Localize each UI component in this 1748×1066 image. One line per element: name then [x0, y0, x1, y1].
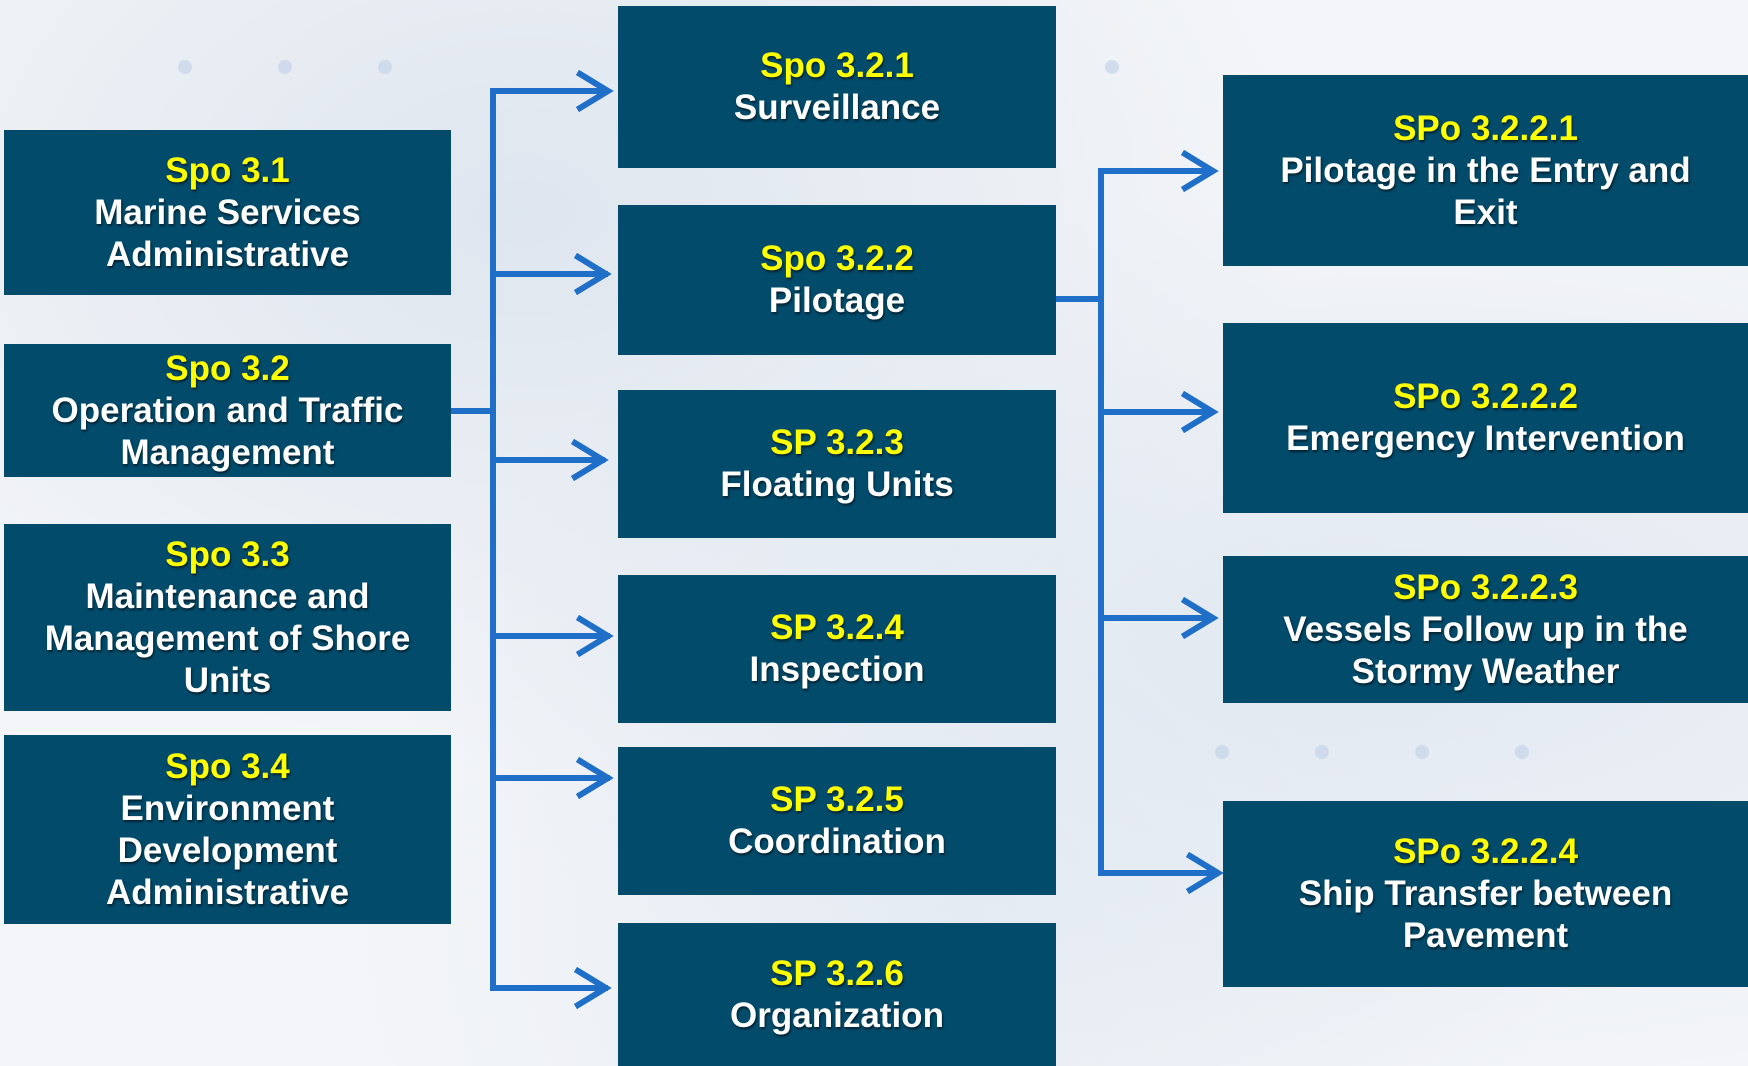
background-dot — [1515, 745, 1529, 759]
node-code: SP 3.2.6 — [770, 953, 904, 993]
node-label: Marine Services Administrative — [94, 192, 361, 274]
node-label: Coordination — [728, 822, 946, 861]
node-spo-3-3: Spo 3.3 Maintenance and Management of Sh… — [4, 524, 451, 711]
node-code: Spo 3.2.1 — [760, 46, 914, 85]
arrowhead — [575, 614, 614, 658]
node-code: SPo 3.2.2.4 — [1393, 832, 1578, 871]
node-spo-3-4: Spo 3.4 Environment Development Administ… — [4, 735, 451, 924]
node-label: Pilotage in the Entry and Exit — [1280, 150, 1691, 232]
node-code: Spo 3.1 — [165, 150, 290, 190]
node-label: Maintenance and Management of Shore Unit… — [44, 576, 411, 700]
node-spo-3-2: Spo 3.2 Operation and Traffic Management — [4, 344, 451, 477]
node-label: Vessels Follow up in the Stormy Weather — [1283, 609, 1688, 691]
node-spo-3-2-2-4: SPo 3.2.2.4 Ship Transfer between Paveme… — [1223, 801, 1748, 987]
arrowhead — [573, 252, 612, 296]
arrowhead — [575, 756, 614, 800]
node-code: SP 3.2.4 — [770, 608, 904, 647]
background-dot — [278, 60, 292, 74]
node-code: Spo 3.4 — [165, 746, 290, 786]
node-code: Spo 3.3 — [165, 534, 290, 574]
background-dot — [1215, 745, 1229, 759]
node-spo-3-2-2-1: SPo 3.2.2.1 Pilotage in the Entry and Ex… — [1223, 75, 1748, 266]
arrowhead — [573, 966, 612, 1010]
node-label: Surveillance — [733, 88, 941, 127]
node-sp-3-2-3: SP 3.2.3 Floating Units — [618, 390, 1056, 538]
arrowhead — [1180, 596, 1219, 640]
node-sp-3-2-6: SP 3.2.6 Organization — [618, 923, 1056, 1066]
arrowhead — [1185, 851, 1224, 895]
node-spo-3-2-2: Spo 3.2.2 Pilotage — [618, 205, 1056, 355]
node-code: SPo 3.2.2.2 — [1393, 377, 1578, 416]
node-label: Environment Development Administrative — [105, 788, 350, 912]
node-spo-3-2-2-2: SPo 3.2.2.2 Emergency Intervention — [1223, 323, 1748, 513]
node-code: SP 3.2.5 — [770, 780, 904, 819]
arrowhead — [1180, 390, 1219, 434]
node-sp-3-2-5: SP 3.2.5 Coordination — [618, 747, 1056, 895]
node-label: Operation and Traffic Management — [51, 390, 404, 472]
node-sp-3-2-4: SP 3.2.4 Inspection — [618, 575, 1056, 723]
node-spo-3-1: Spo 3.1 Marine Services Administrative — [4, 130, 451, 295]
background-dot — [1315, 745, 1329, 759]
background-dot — [1415, 745, 1429, 759]
node-label: Emergency Intervention — [1286, 419, 1685, 458]
background-dot — [378, 60, 392, 74]
background-dot — [178, 60, 192, 74]
background-dot — [1105, 60, 1119, 74]
node-label: Floating Units — [720, 465, 954, 504]
node-code: Spo 3.2.2 — [760, 239, 914, 278]
arrowhead — [1180, 149, 1219, 193]
node-label: Organization — [730, 995, 944, 1035]
node-label: Inspection — [749, 650, 925, 689]
node-label: Ship Transfer between Pavement — [1298, 874, 1673, 955]
arrowhead — [570, 438, 609, 482]
node-label: Pilotage — [768, 281, 906, 320]
node-code: SPo 3.2.2.1 — [1393, 108, 1578, 148]
arrowhead — [575, 69, 614, 113]
node-spo-3-2-2-3: SPo 3.2.2.3 Vessels Follow up in the Sto… — [1223, 556, 1748, 703]
node-code: SP 3.2.3 — [770, 423, 904, 462]
node-code: SPo 3.2.2.3 — [1393, 567, 1578, 607]
node-code: Spo 3.2 — [165, 348, 290, 388]
node-spo-3-2-1: Spo 3.2.1 Surveillance — [618, 6, 1056, 168]
